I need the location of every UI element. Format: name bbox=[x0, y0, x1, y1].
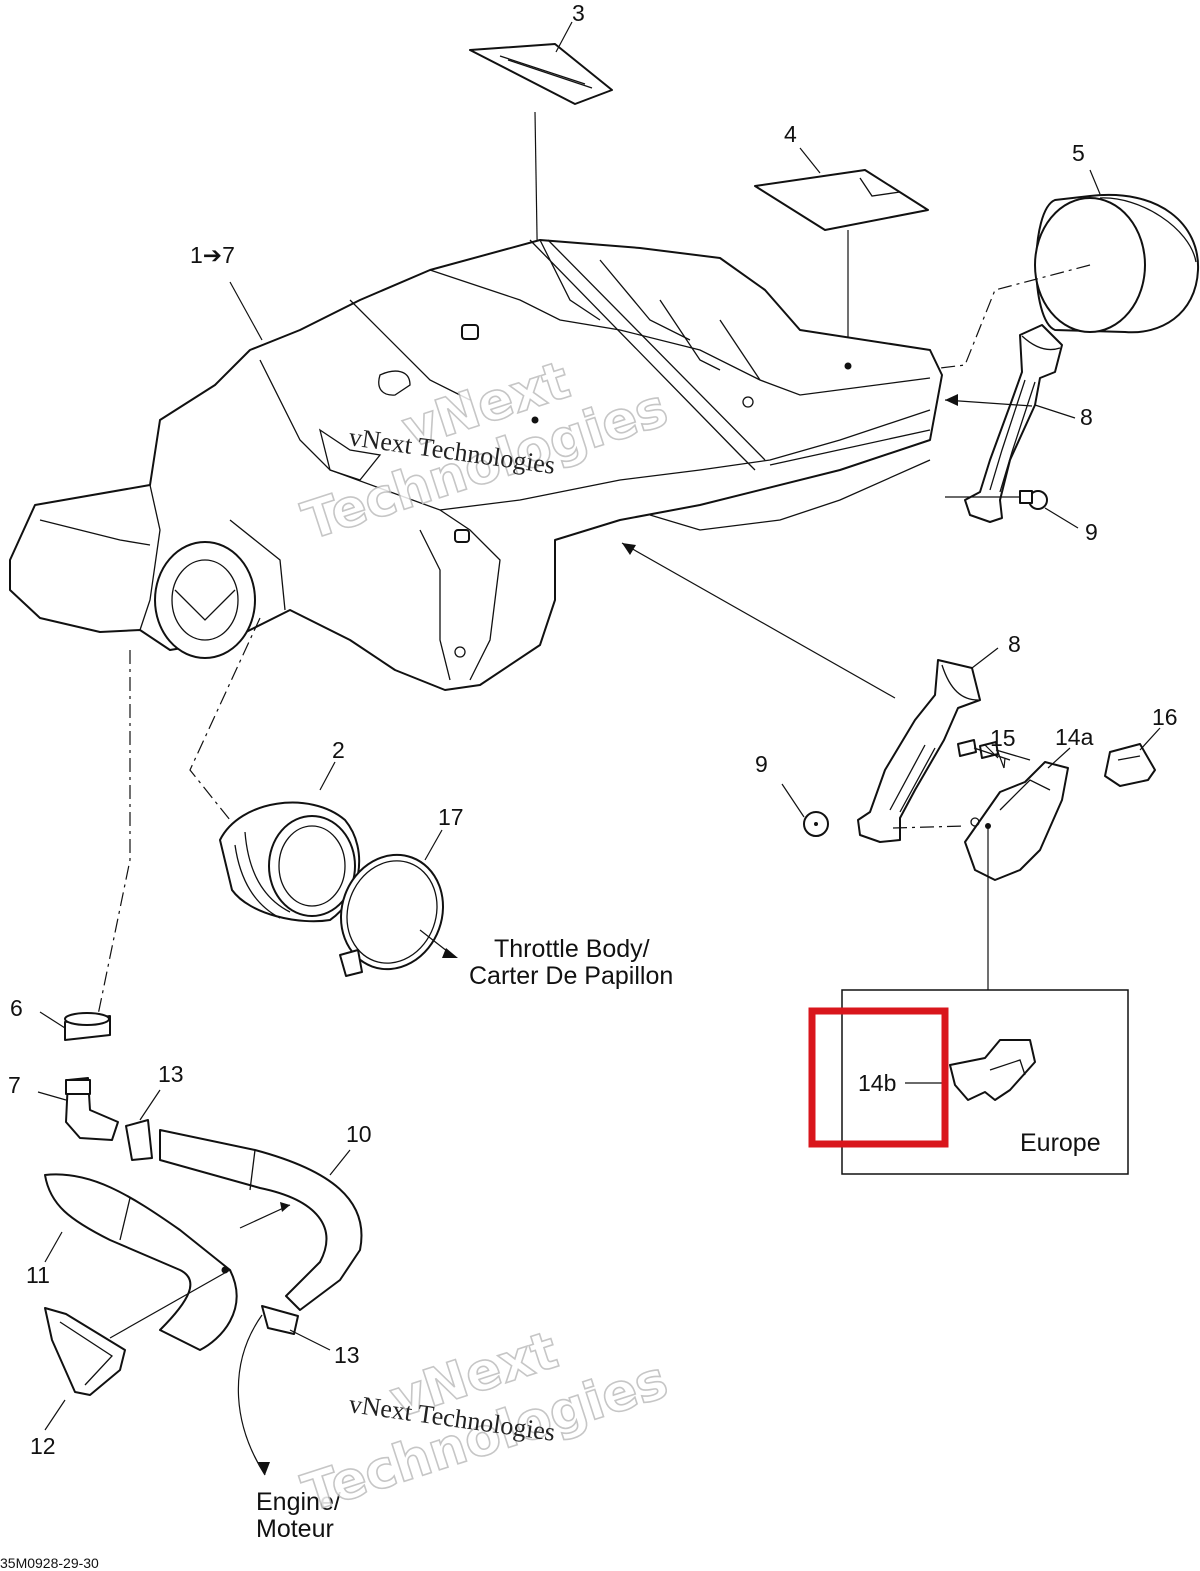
elbow-part-7 bbox=[65, 1077, 119, 1141]
highlight-box-14b bbox=[808, 1007, 949, 1148]
callout-9-upper: 9 bbox=[1085, 519, 1098, 545]
clip-part-13-upper bbox=[125, 1119, 153, 1161]
grommet-part-6 bbox=[64, 1012, 111, 1041]
engine-note-line1: Engine/ bbox=[256, 1488, 341, 1516]
clamp-part-17 bbox=[339, 853, 445, 977]
callout-10: 10 bbox=[346, 1121, 372, 1147]
europe-inset-box bbox=[841, 989, 1129, 1175]
clip-nut-part-16 bbox=[1104, 743, 1156, 787]
airbox-assembly-part-1 bbox=[9, 239, 943, 691]
clip-part-13-lower bbox=[261, 1305, 299, 1335]
adapter-part-2 bbox=[219, 801, 361, 923]
decal-part-3 bbox=[469, 43, 613, 105]
washer-part-9-lower bbox=[803, 811, 829, 837]
callout-4: 4 bbox=[784, 121, 797, 147]
callout-16: 16 bbox=[1152, 704, 1178, 730]
callout-17: 17 bbox=[438, 804, 464, 830]
europe-label: Europe bbox=[1020, 1129, 1101, 1157]
callout-14a: 14a bbox=[1055, 724, 1094, 750]
drawing-code: 35M0928-29-30 bbox=[0, 1555, 99, 1571]
bracket-part-8-lower bbox=[857, 659, 981, 843]
callout-9-lower: 9 bbox=[755, 751, 768, 777]
callout-6: 6 bbox=[10, 995, 23, 1021]
callout-5: 5 bbox=[1072, 140, 1085, 166]
mount-plate-part-14a bbox=[964, 761, 1069, 990]
callout-13-lower: 13 bbox=[334, 1342, 360, 1368]
callout-7: 7 bbox=[8, 1072, 21, 1098]
callout-12: 12 bbox=[30, 1433, 56, 1459]
callout-13-upper: 13 bbox=[158, 1061, 184, 1087]
hose-part-10 bbox=[159, 1129, 363, 1311]
air-filter-part-5 bbox=[939, 193, 1200, 369]
bolt-part-9-upper bbox=[945, 490, 1048, 510]
strap-part-12 bbox=[44, 1307, 126, 1396]
tube-part-11 bbox=[44, 1173, 238, 1351]
callout-8-lower: 8 bbox=[1008, 631, 1021, 657]
callout-3: 3 bbox=[572, 0, 585, 26]
label-part-4 bbox=[754, 169, 929, 231]
callout-2: 2 bbox=[332, 737, 345, 763]
bolts-part-15 bbox=[957, 739, 1031, 761]
throttle-body-note-line2: Carter De Papillon bbox=[469, 962, 673, 990]
callout-1to7: 1➔7 bbox=[190, 242, 235, 268]
leader-1to7 bbox=[229, 281, 263, 341]
callout-8-upper: 8 bbox=[1080, 404, 1093, 430]
bracket-part-8-upper bbox=[964, 324, 1063, 523]
throttle-body-note-line1: Throttle Body/ bbox=[494, 935, 650, 963]
callout-15: 15 bbox=[990, 725, 1016, 751]
callout-11: 11 bbox=[26, 1262, 50, 1288]
callout-14b: 14b bbox=[858, 1070, 896, 1096]
engine-note-line2: Moteur bbox=[256, 1515, 334, 1543]
